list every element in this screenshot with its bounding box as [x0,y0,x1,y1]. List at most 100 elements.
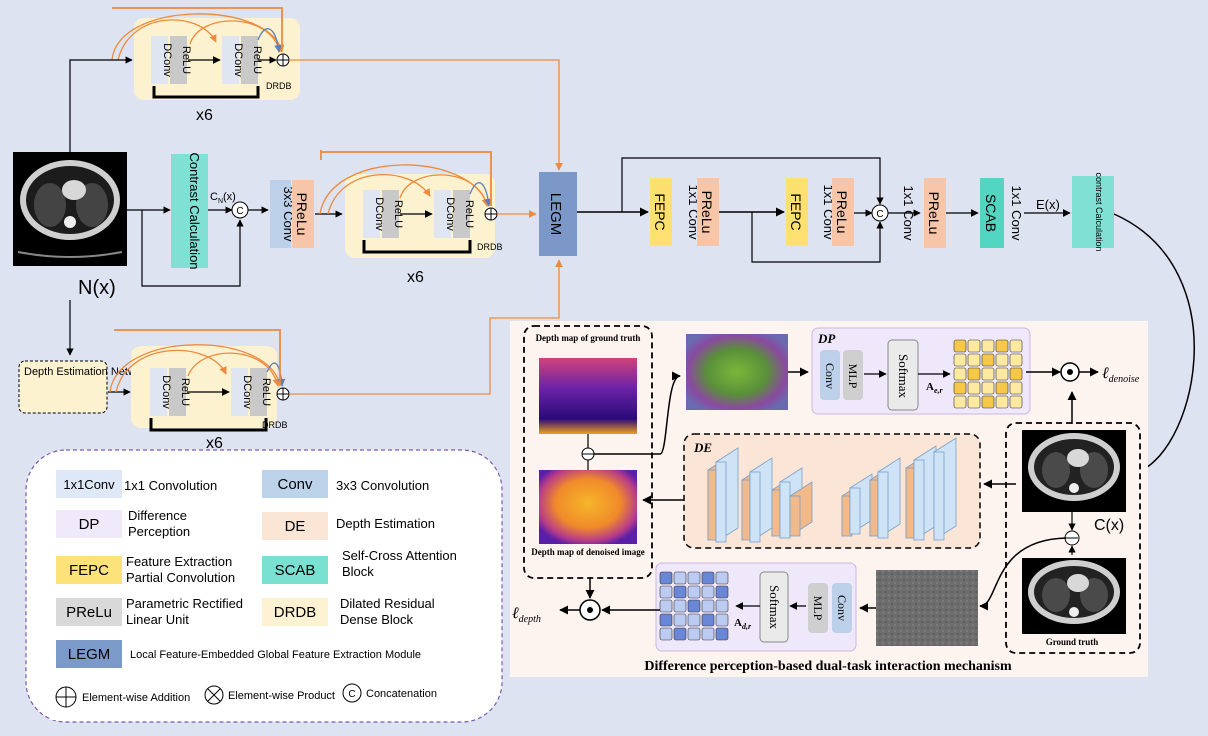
legend-swatch [262,512,328,540]
dconv-label: DConv [241,375,253,409]
dense-connection [117,19,217,61]
fepc-label: FEPC [652,193,668,230]
attention-cell [701,599,715,613]
drdb-bottom: DConv ReLU DConv ReLU DRDB x6 [109,329,290,452]
attention-cell [981,353,995,367]
dconv-label: DConv [444,197,456,231]
legend-swatch-label: LEGM [68,646,111,663]
relu-label: ReLU [179,378,191,406]
attention-cell [687,613,701,627]
relu-label: ReLU [180,46,192,74]
concat-icon [342,683,362,703]
attention-cell [687,571,701,585]
relu-block [382,190,399,238]
legend-text: 3x3 Convolution [336,478,429,493]
legend-swatch-label: PReLu [66,604,112,621]
arrow-input-skip [141,210,244,287]
attention-cell [701,585,715,599]
legend-swatch [56,640,122,668]
attention-cell [953,381,967,395]
attention-cell [1009,381,1023,395]
legend-swatch-label: FEPC [69,562,109,579]
dconv-label: DConv [160,375,172,409]
contrast-calculation-small-block [1072,176,1114,248]
ct-lung-left [1042,578,1070,612]
repeat-label: x6 [206,435,223,452]
conv1x1-label: 1x1 Conv [1009,186,1024,241]
attention-cell [981,381,995,395]
ct-spine [1069,483,1079,493]
dconv-label: DConv [373,197,385,231]
softmax-label: Softmax [896,354,911,399]
legend-concat-label: Concatenation [366,688,437,700]
attention-cell [659,571,673,585]
attention-cell [995,339,1009,353]
arrow-to-diff [594,371,681,455]
conv1x1-label: 1x1 Conv [901,186,916,241]
depth-map-ground-truth [539,358,637,434]
conv3x3-block [270,180,291,248]
concat-glyph: C [236,206,243,217]
conv-block [820,350,840,400]
dense-connection [327,174,431,215]
de-layer-face [933,451,945,541]
arrow-top-to-legm [289,59,563,171]
relu-block [453,190,470,238]
attention-cell [659,599,673,613]
skip-line-bottom [751,212,884,263]
arrow-bottom-to-legm [289,259,563,395]
attention-cell [715,613,729,627]
ground-truth-ct-image [1022,558,1126,634]
concat-glyph: C [348,689,355,700]
attention-cell [967,381,981,395]
legend-swatch-label: DP [79,516,100,533]
attention-cell [715,599,729,613]
attention-cell [967,339,981,353]
legend-swatch [56,598,122,626]
prelu-label: PReLu [699,191,715,234]
de-layer-face [849,487,861,535]
softmax-label: Softmax [767,585,782,630]
fepc-label: FEPC [788,193,804,230]
attention-cell [701,571,715,585]
attention-cell [967,367,981,381]
input-ct-image [13,152,127,266]
dconv-label: DConv [232,43,244,77]
attention-cell [967,353,981,367]
attention-cell [981,395,995,409]
depth-map-box [523,325,653,579]
softmax-block [759,571,789,643]
attention-cell [953,353,967,367]
difference-map [686,334,788,410]
drdb-label: DRDB [262,420,288,430]
ct-heart [62,180,86,200]
ct-spine [1069,607,1079,617]
legend-swatch [56,470,122,498]
prelu-block [697,178,719,246]
loss-depth: ℓdepth [512,605,541,625]
ct-lung-left [34,183,66,227]
legend-swatch [56,510,122,538]
relu-label: ReLU [260,378,272,406]
ct-lung-left [1042,452,1070,488]
mlp-block [843,350,863,400]
ct-heart [1067,449,1089,467]
ground-truth-label: Ground truth [1046,637,1099,647]
ct-spine [64,216,76,228]
skip-line-top [621,157,884,212]
dconv-block [222,36,239,84]
product-dot [587,607,593,613]
attention-cell [687,585,701,599]
ex-label: E(x) [1036,197,1060,212]
mlp-block [808,583,828,633]
attention-cell [673,571,687,585]
attention-cell [1009,339,1023,353]
prelu-block [924,178,946,248]
fepc-block [650,178,672,246]
attention-cell [967,395,981,409]
de-layer-face [913,459,925,541]
prelu-label: PReLu [834,191,850,234]
